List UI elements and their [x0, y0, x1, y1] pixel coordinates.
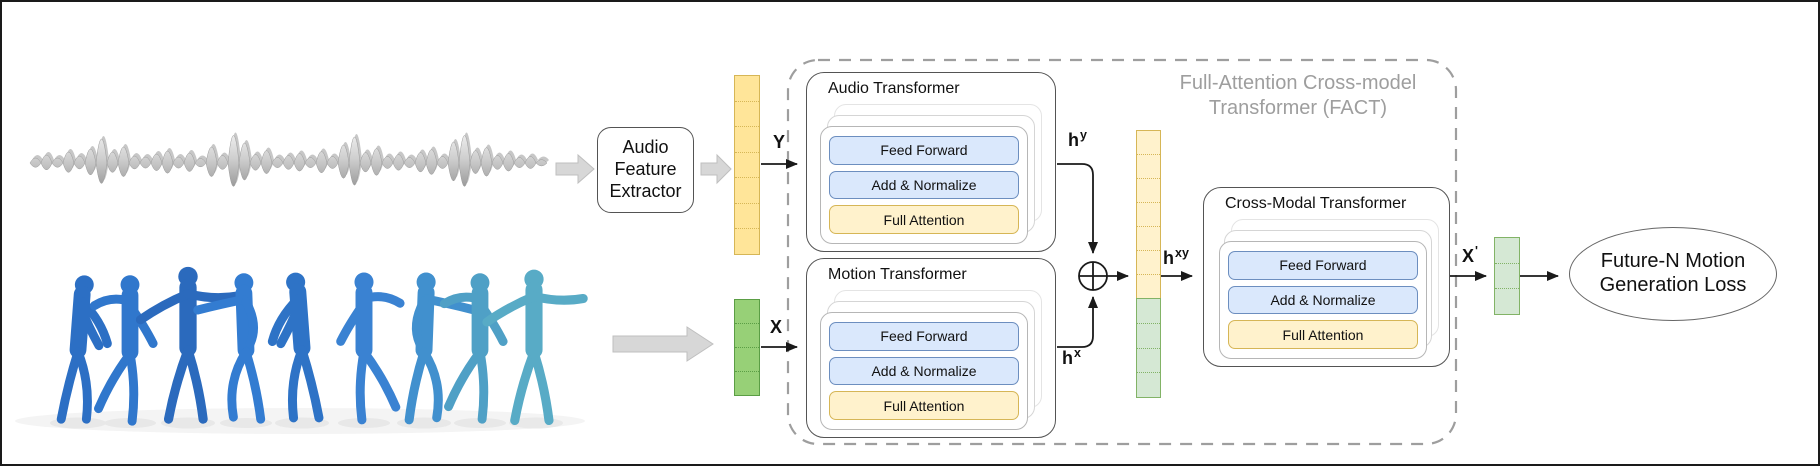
audio-feature-extractor-label: Audio Feature Extractor — [609, 137, 682, 201]
dancer — [94, 275, 153, 421]
label-hx: hx — [1062, 346, 1081, 368]
add-normalize-block: Add & Normalize — [1228, 285, 1418, 315]
label-x-prime: X' — [1462, 244, 1478, 266]
motion-token-cell — [735, 300, 759, 323]
merged-audio-cell — [1137, 178, 1160, 202]
output-token-cell — [1495, 288, 1519, 314]
output-token-cell — [1495, 262, 1519, 289]
audio-token-column — [734, 75, 760, 255]
label-x: X — [770, 317, 783, 337]
cross-modal-transformer-layers: Feed Forward Add & Normalize Full Attent… — [1219, 241, 1427, 359]
full-attention-block: Full Attention — [1228, 320, 1418, 350]
label-y: Y — [773, 132, 786, 152]
motion-transformer-title: Motion Transformer — [828, 266, 967, 283]
merged-audio-cell — [1137, 202, 1160, 226]
motion-transformer-box: Motion Transformer Feed Forward Add & No… — [806, 258, 1056, 438]
audio-token-cell — [735, 177, 759, 203]
dancer — [444, 273, 503, 419]
full-attention-block: Full Attention — [829, 391, 1019, 421]
audio-token-cell — [735, 228, 759, 254]
loss-ellipse: Future-N Motion Generation Loss — [1569, 227, 1777, 321]
audio-feature-extractor-box: Audio Feature Extractor — [597, 127, 694, 213]
merged-audio-cell — [1137, 250, 1160, 274]
motion-token-cell — [735, 323, 759, 347]
motion-token-cell — [735, 347, 759, 371]
dancer — [272, 273, 319, 418]
label-hxy: hxy — [1163, 246, 1189, 268]
concat-plus-icon — [1078, 261, 1108, 291]
audio-transformer-layers: Feed Forward Add & Normalize Full Attent… — [820, 126, 1028, 244]
audio-token-cell — [735, 151, 759, 178]
audio-transformer-title: Audio Transformer — [828, 80, 960, 97]
output-token-cell — [1495, 238, 1519, 263]
audio-transformer-box: Audio Transformer Feed Forward Add & Nor… — [806, 72, 1056, 252]
output-token-column — [1494, 237, 1520, 315]
audio-token-cell — [735, 76, 759, 101]
feed-forward-block: Feed Forward — [829, 136, 1019, 165]
motion-input-arrow — [612, 326, 714, 362]
cross-modal-transformer-box: Cross-Modal Transformer Feed Forward Add… — [1203, 187, 1450, 367]
audio-token-cell — [735, 202, 759, 229]
dancer-figures — [15, 267, 585, 434]
merged-motion-cell — [1137, 322, 1160, 348]
fact-dashed-border — [786, 58, 1458, 446]
feed-forward-block: Feed Forward — [1228, 251, 1418, 280]
motion-token-column — [734, 299, 760, 396]
merged-audio-cell — [1137, 154, 1160, 178]
hx-connector — [1057, 296, 1098, 348]
motion-token-cell — [735, 371, 759, 395]
audio-token-cell — [735, 100, 759, 127]
cross-modal-transformer-title: Cross-Modal Transformer — [1225, 195, 1407, 212]
add-normalize-block: Add & Normalize — [829, 170, 1019, 200]
merged-motion-cell — [1137, 372, 1160, 397]
merged-audio-cell — [1137, 131, 1160, 154]
extractor-output-arrow — [700, 153, 732, 185]
hy-connector — [1057, 163, 1098, 254]
full-attention-block: Full Attention — [829, 205, 1019, 235]
loss-label: Future-N Motion Generation Loss — [1599, 250, 1747, 296]
merged-motion-cell — [1137, 299, 1160, 323]
audio-token-cell — [735, 126, 759, 152]
audio-waveform — [29, 132, 549, 187]
label-hy: hy — [1068, 128, 1087, 150]
dancer — [341, 273, 400, 420]
merged-audio-cell — [1137, 226, 1160, 250]
feed-forward-block: Feed Forward — [829, 322, 1019, 351]
waveform-to-extractor-arrow — [555, 153, 595, 185]
motion-transformer-layers: Feed Forward Add & Normalize Full Attent… — [820, 312, 1028, 430]
fact-title: Full-Attention Cross-model Transformer (… — [1179, 72, 1417, 120]
merged-audio-cell — [1137, 274, 1160, 298]
merged-token-column — [1136, 130, 1161, 398]
add-normalize-block: Add & Normalize — [829, 356, 1019, 386]
merged-motion-cell — [1137, 347, 1160, 373]
